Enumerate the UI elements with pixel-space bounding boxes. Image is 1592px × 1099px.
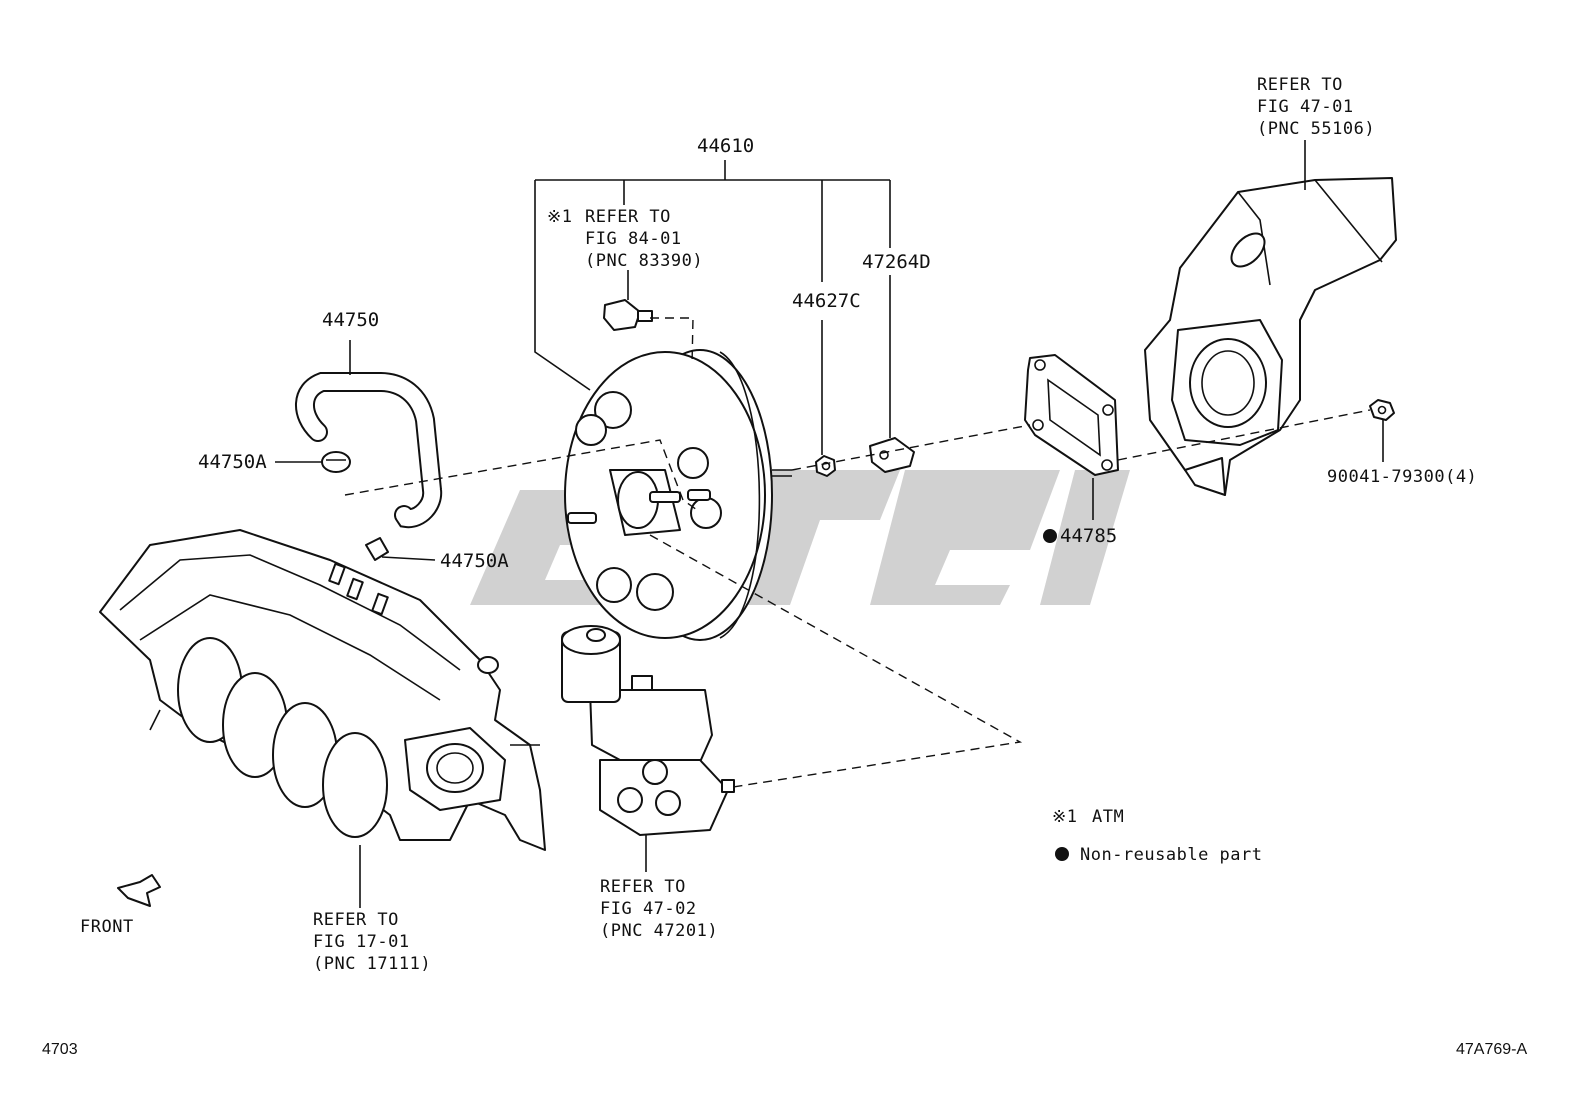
- ref-switch-line3: (PNC 83390): [585, 251, 703, 271]
- legend: ※1 ATM Non-reusable part: [1052, 807, 1263, 865]
- ref-manifold-line3: (PNC 17111): [313, 954, 431, 974]
- legend-nonreusable-text: Non-reusable part: [1080, 845, 1263, 865]
- ref-manifold: REFER TO FIG 17-01 (PNC 17111): [313, 910, 431, 974]
- label-47264d: 47264D: [862, 251, 931, 273]
- assembly-lines: [344, 317, 1371, 788]
- brake-pedal-bracket: [1144, 177, 1397, 496]
- label-44750a-clamp: 44750A: [198, 451, 267, 473]
- vacuum-hose: [295, 372, 443, 529]
- ref-bracket-line3: (PNC 55106): [1257, 119, 1375, 139]
- hose-clamp-upper: [321, 451, 351, 473]
- ref-switch-mark: ※1: [547, 207, 572, 227]
- label-44750: 44750: [322, 309, 379, 331]
- legend-atm-mark: ※1: [1052, 807, 1077, 827]
- ref-mc-line1: REFER TO: [600, 877, 686, 897]
- ref-bracket: REFER TO FIG 47-01 (PNC 55106): [1257, 75, 1375, 139]
- legend-atm-text: ATM: [1092, 807, 1124, 827]
- nut-90041: [1369, 399, 1395, 421]
- ref-mc-line3: (PNC 47201): [600, 921, 718, 941]
- ref-mc-line2: FIG 47-02: [600, 899, 697, 919]
- front-arrow-icon: [117, 874, 161, 907]
- gasket-44785: [1024, 354, 1119, 476]
- clevis-47264d: [869, 437, 915, 473]
- nonreusable-dot-icon: [1043, 529, 1057, 543]
- legend-dot-icon: [1055, 847, 1069, 861]
- ref-switch-line1: REFER TO: [585, 207, 671, 227]
- vacuum-switch: [603, 299, 653, 331]
- intake-manifold: [99, 529, 546, 851]
- ref-master-cylinder: REFER TO FIG 47-02 (PNC 47201): [600, 877, 718, 941]
- ref-bracket-line2: FIG 47-01: [1257, 97, 1354, 117]
- front-label: FRONT: [80, 917, 134, 937]
- hose-clamp-lower: [365, 537, 389, 561]
- ref-manifold-line2: FIG 17-01: [313, 932, 410, 952]
- nut-44627c: [815, 455, 836, 477]
- brake-booster: [564, 349, 792, 641]
- ref-bracket-line1: REFER TO: [1257, 75, 1343, 95]
- footer-right-code: 47A769-A: [1456, 1041, 1527, 1058]
- ref-switch: ※1 REFER TO FIG 84-01 (PNC 83390): [547, 207, 703, 271]
- ref-manifold-line1: REFER TO: [313, 910, 399, 930]
- leader-lines: [275, 140, 1384, 908]
- label-44785: 44785: [1060, 525, 1117, 547]
- master-cylinder: [561, 625, 735, 836]
- label-90041: 90041-79300(4): [1327, 467, 1477, 487]
- label-44750a-lower: 44750A: [440, 550, 509, 572]
- label-44627c: 44627C: [792, 290, 861, 312]
- ref-switch-line2: FIG 84-01: [585, 229, 682, 249]
- footer-left-code: 4703: [42, 1041, 78, 1058]
- label-44610: 44610: [697, 135, 754, 157]
